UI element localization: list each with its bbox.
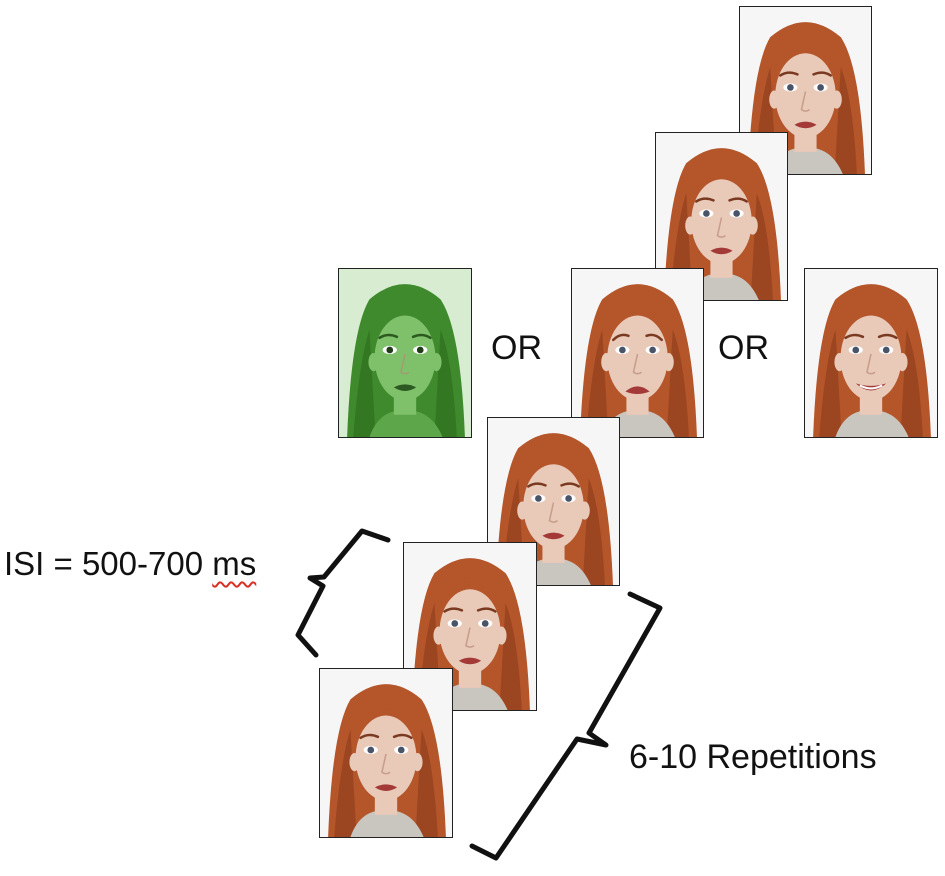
face-stimulus-bottom [319,668,453,838]
or-label-right: OR [718,329,769,367]
face-stimulus-deviant-green [338,268,472,438]
isi-label: ISI = 500-700 ms [4,547,256,580]
face-stimulus-deviant-sad [571,268,704,438]
repetitions-label: 6-10 Repetitions [629,738,877,776]
face-stimulus-deviant-happy [804,268,938,438]
or-label-left: OR [491,329,542,367]
isi-curly-bracket [295,528,391,658]
isi-label-value: ISI = 500-700 [4,545,213,582]
repetitions-curly-bracket [469,591,663,861]
isi-label-unit: ms [212,545,257,582]
